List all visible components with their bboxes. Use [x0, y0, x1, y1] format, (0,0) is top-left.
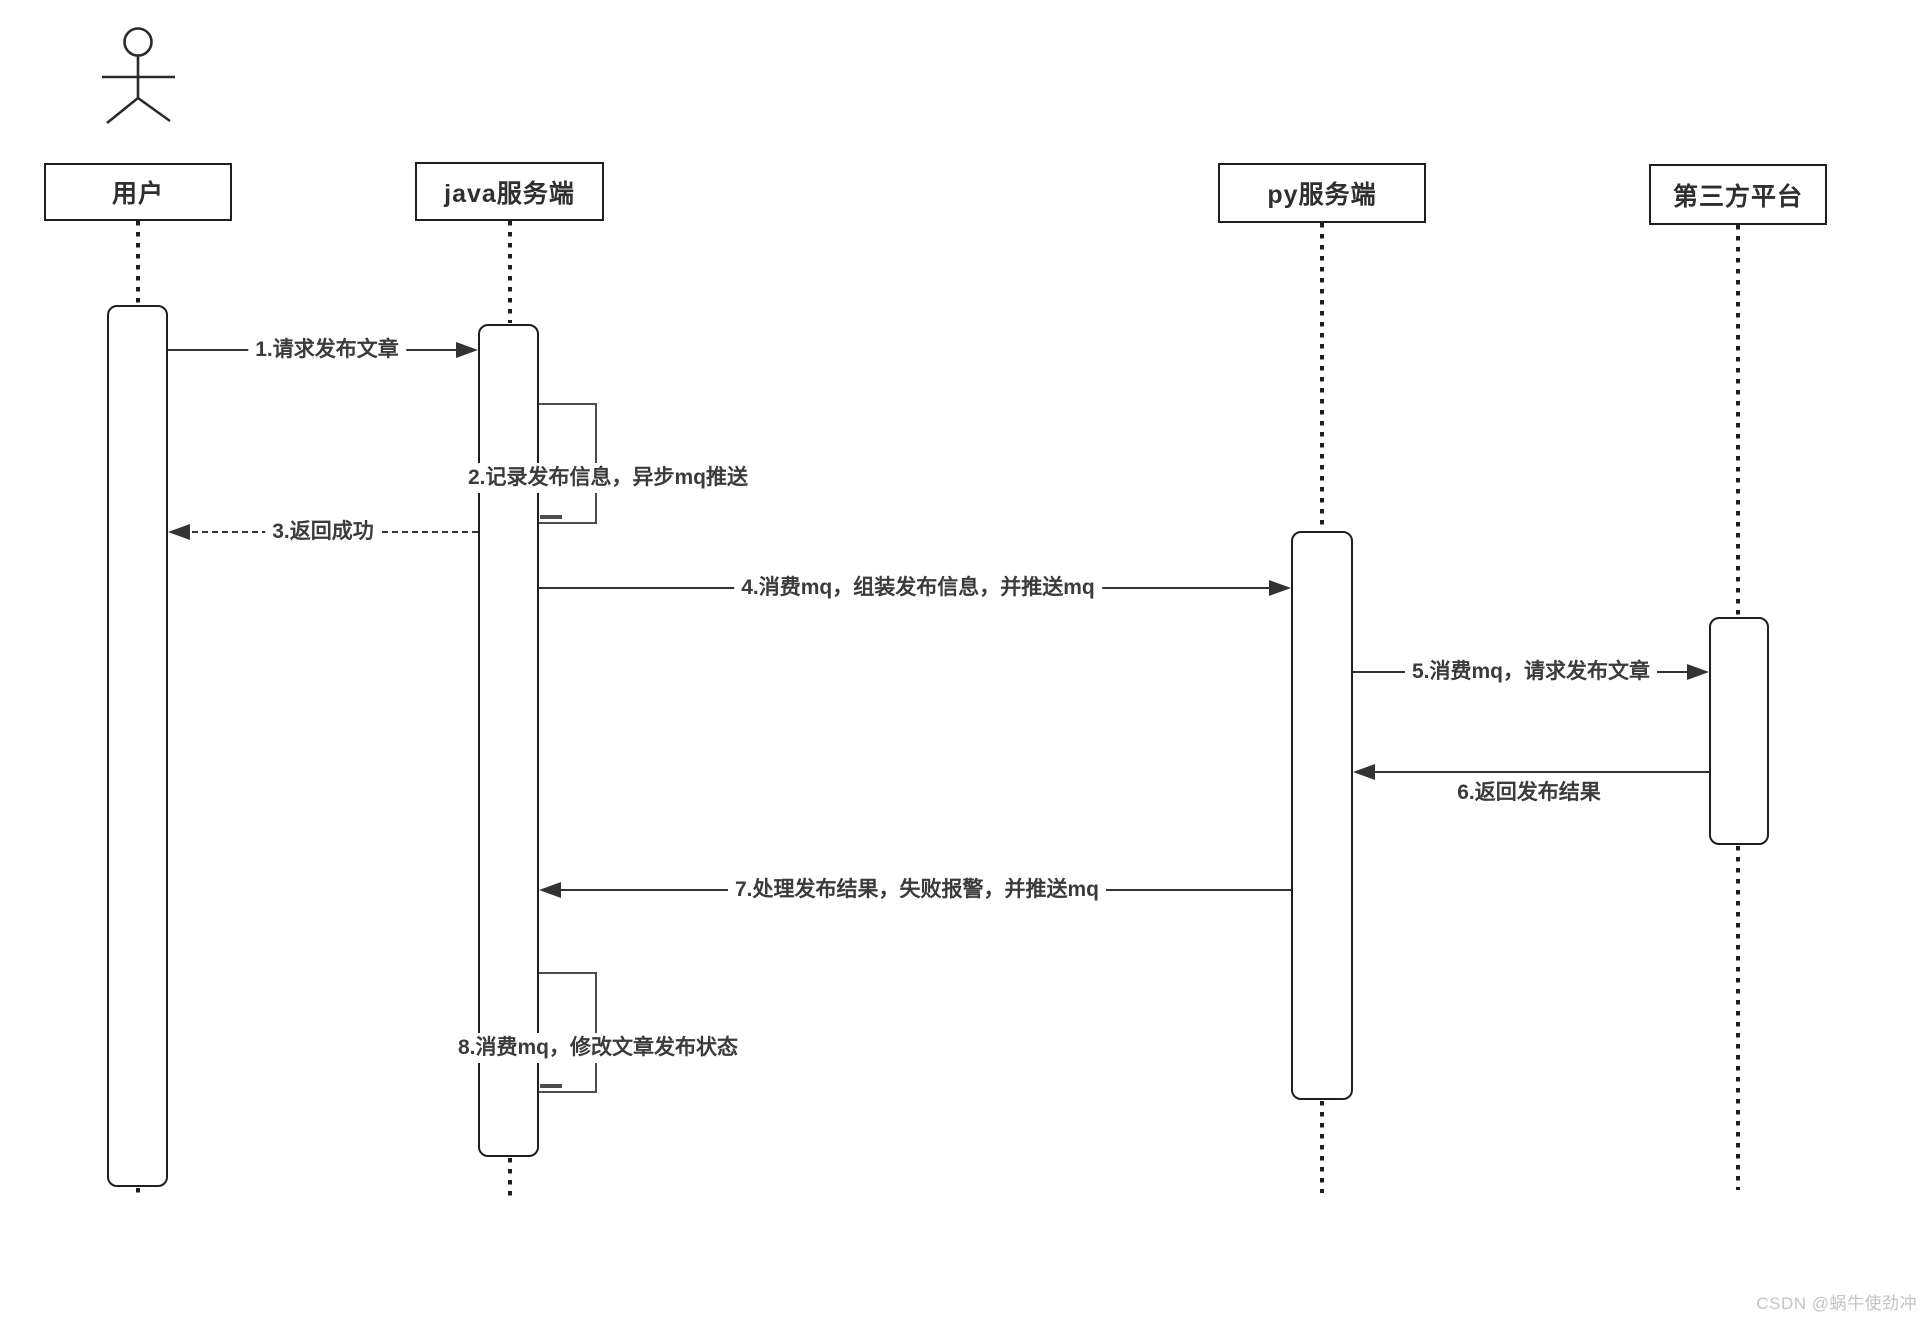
lifeline-java-server-tail — [508, 1158, 512, 1200]
participant-label-py-server: py服务端 — [1267, 181, 1377, 209]
message-6-line — [1375, 771, 1709, 773]
activation-user — [107, 305, 168, 1187]
message-2-arrowhead — [540, 515, 562, 519]
message-7-label: 7.处理发布结果，失败报警，并推送mq — [727, 875, 1107, 905]
activation-java-server — [478, 324, 539, 1157]
message-1-label: 1.请求发布文章 — [248, 335, 406, 365]
message-8-arrowhead — [540, 1084, 562, 1088]
lifeline-user — [136, 221, 140, 304]
message-5-arrowhead — [1687, 664, 1709, 680]
message-7-arrowhead — [539, 882, 561, 898]
message-3-label: 3.返回成功 — [265, 517, 381, 547]
message-6-label: 6.返回发布结果 — [1450, 778, 1608, 808]
lifeline-user-tail — [136, 1188, 140, 1198]
lifeline-py-server-tail — [1320, 1101, 1324, 1193]
participant-label-java-server: java服务端 — [444, 179, 575, 208]
message-8-self-loop — [539, 972, 597, 1093]
participant-box-third-party: 第三方平台 — [1649, 164, 1827, 225]
message-4-arrowhead — [1269, 580, 1291, 596]
message-3-arrowhead — [168, 524, 190, 540]
watermark: CSDN @蜗牛使劲冲 — [1756, 1294, 1917, 1313]
activation-py-server — [1291, 531, 1353, 1100]
message-1-arrowhead — [456, 342, 478, 358]
participant-box-java-server: java服务端 — [415, 162, 604, 221]
message-2-label: 2.记录发布信息，异步mq推送 — [460, 463, 756, 493]
actor-icon — [102, 27, 175, 125]
message-8-label: 8.消费mq，修改文章发布状态 — [450, 1033, 746, 1063]
activation-third-party — [1709, 617, 1769, 845]
lifeline-third-party — [1736, 225, 1740, 616]
message-6-arrowhead — [1353, 764, 1375, 780]
lifeline-py-server — [1320, 223, 1324, 530]
participant-box-py-server: py服务端 — [1218, 163, 1426, 223]
participant-label-third-party: 第三方平台 — [1672, 182, 1803, 211]
message-4-label: 4.消费mq，组装发布信息，并推送mq — [734, 573, 1102, 603]
lifeline-third-party-tail — [1736, 846, 1740, 1190]
lifeline-java-server — [508, 221, 512, 323]
participant-label-user: 用户 — [111, 180, 164, 208]
participant-box-user: 用户 — [44, 163, 232, 221]
message-5-label: 5.消费mq，请求发布文章 — [1404, 657, 1658, 687]
